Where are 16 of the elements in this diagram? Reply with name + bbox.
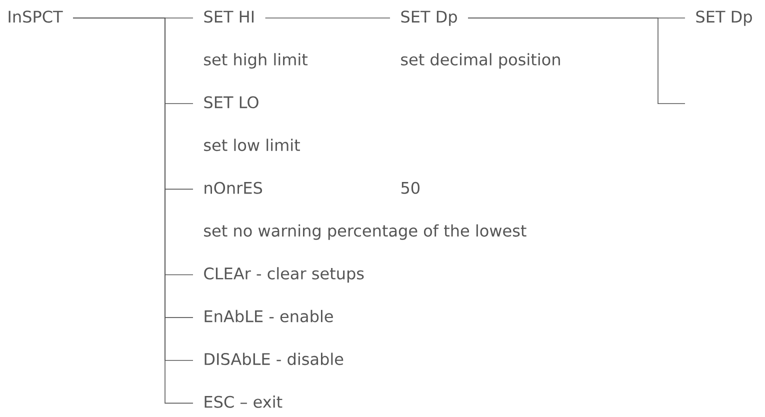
description: 50: [401, 182, 420, 194]
connector-line: [468, 18, 686, 104]
menu-item: SET HI: [204, 10, 254, 23]
menu-item: SET LO: [204, 96, 258, 108]
menu-item: DISAbLE - disable: [204, 352, 344, 366]
menu-item: ESC – exit: [204, 396, 282, 408]
description: set decimal position: [401, 53, 560, 69]
description: set low limit: [204, 138, 300, 152]
menu-item: SET Dp: [401, 10, 457, 26]
menu-item: EnAbLE - enable: [204, 310, 333, 322]
menu-item: CLEAr - clear setups: [204, 267, 364, 283]
description: set no warning percentage of the lowest: [204, 224, 526, 240]
menu-item: InSPCT: [8, 10, 63, 23]
menu-item: nOnrES: [204, 182, 262, 194]
menu-item: SET Dp: [696, 10, 752, 26]
description: set high limit: [204, 53, 308, 69]
